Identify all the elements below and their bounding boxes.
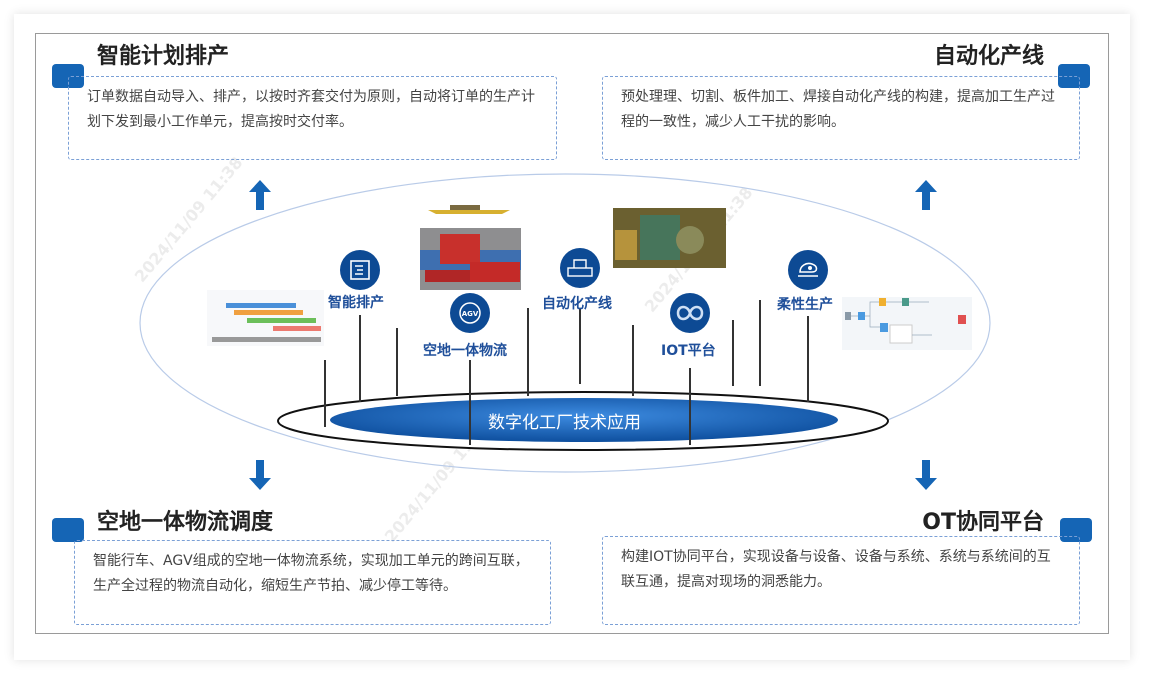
node-label-production-line: 自动化产线 bbox=[542, 296, 612, 312]
flow-diagram-image bbox=[842, 297, 972, 350]
title-marker bbox=[52, 518, 84, 542]
core-ellipse bbox=[330, 398, 838, 442]
svg-text:AGV: AGV bbox=[462, 310, 479, 318]
arrow-up-icon bbox=[915, 180, 937, 210]
schedule-icon bbox=[340, 250, 380, 290]
outer-ellipse bbox=[139, 173, 991, 473]
title-smart-scheduling: 智能计划排产 bbox=[97, 44, 230, 69]
desc-ot-platform: 构建IOT协同平台，实现设备与设备、设备与系统、系统与系统间的互联互通，提高对现… bbox=[602, 536, 1080, 625]
node-label-iot: IOT平台 bbox=[661, 343, 716, 359]
diagram-frame bbox=[35, 33, 1109, 634]
title-marker bbox=[1060, 518, 1092, 542]
gantt-chart-image bbox=[207, 290, 324, 346]
arrow-up-icon bbox=[249, 180, 271, 210]
production-line-icon bbox=[560, 248, 600, 288]
title-automation-line: 自动化产线 bbox=[933, 44, 1044, 69]
flexible-production-icon bbox=[788, 250, 828, 290]
title-ot-platform: OT协同平台 bbox=[922, 510, 1044, 535]
core-label: 数字化工厂技术应用 bbox=[488, 413, 641, 433]
arrow-down-icon bbox=[249, 460, 271, 490]
node-label-logistics: 空地一体物流 bbox=[423, 343, 507, 359]
factory-photo bbox=[613, 208, 726, 268]
desc-automation-line: 预处理理、切割、板件加工、焊接自动化产线的构建，提高加工生产过程的一致性，减少人… bbox=[602, 76, 1080, 160]
title-logistics: 空地一体物流调度 bbox=[97, 510, 274, 535]
node-label-smart-scheduling: 智能排产 bbox=[328, 295, 384, 311]
arrow-down-icon bbox=[915, 460, 937, 490]
desc-logistics: 智能行车、AGV组成的空地一体物流系统，实现加工单元的跨间互联，生产全过程的物流… bbox=[74, 540, 551, 625]
iot-icon bbox=[670, 293, 710, 333]
agv-crane-photo bbox=[420, 205, 521, 290]
agv-icon: AGV bbox=[450, 293, 490, 333]
node-label-flexible: 柔性生产 bbox=[777, 297, 833, 313]
desc-smart-scheduling: 订单数据自动导入、排产，以按时齐套交付为原则，自动将订单的生产计划下发到最小工作… bbox=[68, 76, 557, 160]
